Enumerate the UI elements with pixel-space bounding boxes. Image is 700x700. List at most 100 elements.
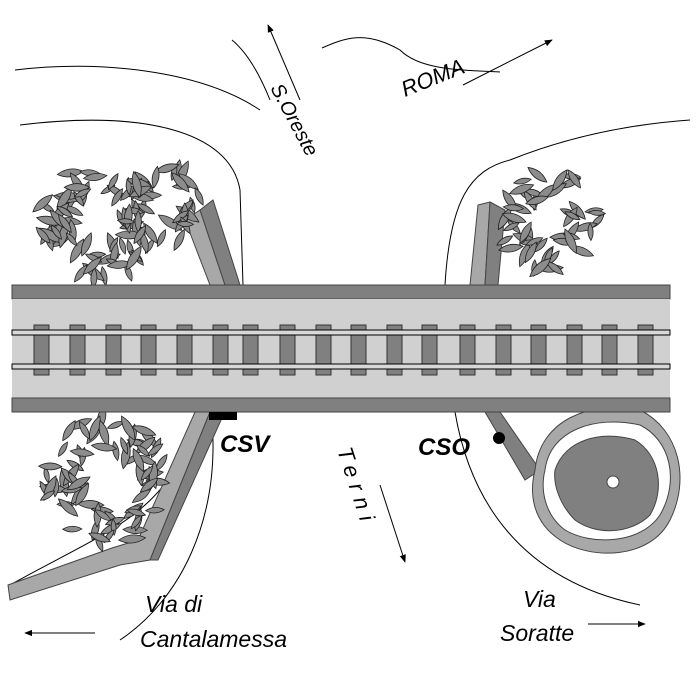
leaf bbox=[513, 177, 532, 185]
leaf bbox=[139, 477, 159, 493]
leaf bbox=[108, 172, 119, 191]
sleeper bbox=[69, 324, 86, 376]
tree bbox=[37, 404, 171, 553]
leaf bbox=[175, 221, 195, 227]
road-edge bbox=[321, 37, 501, 73]
sleeper bbox=[459, 324, 476, 376]
leaf bbox=[90, 442, 118, 452]
road-edge bbox=[444, 119, 691, 286]
label-via-di: Via di bbox=[145, 591, 203, 617]
sleeper bbox=[637, 324, 654, 376]
leaf bbox=[140, 465, 154, 481]
leaf bbox=[37, 462, 63, 471]
leaf bbox=[157, 228, 166, 248]
leaf bbox=[81, 232, 92, 257]
label-via: Via bbox=[523, 586, 556, 612]
track-bed bbox=[12, 299, 670, 398]
leaf bbox=[65, 232, 78, 247]
leaf bbox=[496, 235, 514, 246]
sleeper bbox=[421, 324, 438, 376]
road-edge bbox=[231, 39, 271, 101]
leaf bbox=[112, 440, 120, 462]
sleeper bbox=[495, 324, 512, 376]
trees bbox=[32, 158, 607, 553]
leaf bbox=[126, 245, 142, 271]
leaf bbox=[564, 211, 581, 220]
leaf bbox=[50, 224, 62, 240]
leaf bbox=[534, 237, 548, 253]
csv-marker bbox=[209, 412, 237, 420]
leaf bbox=[106, 260, 133, 269]
sleeper bbox=[105, 324, 122, 376]
roundabout-island bbox=[554, 435, 659, 532]
sleeper bbox=[140, 324, 157, 376]
leaf bbox=[88, 532, 111, 543]
leaf bbox=[32, 194, 54, 213]
side-roads bbox=[7, 199, 541, 601]
sleeper bbox=[33, 324, 50, 376]
sleeper bbox=[350, 324, 367, 376]
leaf bbox=[109, 236, 119, 253]
sleeper bbox=[601, 324, 618, 376]
leaf bbox=[151, 165, 160, 189]
roundabout bbox=[532, 407, 681, 554]
leaf bbox=[58, 441, 68, 457]
leaf bbox=[111, 188, 123, 207]
leaf bbox=[131, 425, 157, 436]
leaf bbox=[568, 200, 586, 220]
road-edge bbox=[119, 419, 214, 641]
leaf bbox=[66, 459, 85, 472]
leaf bbox=[126, 508, 147, 517]
road-edge bbox=[19, 119, 244, 286]
leaf bbox=[73, 188, 92, 198]
sleeper bbox=[315, 324, 332, 376]
leaf bbox=[178, 173, 199, 190]
rail-bottom bbox=[11, 363, 671, 370]
leaf bbox=[119, 237, 127, 255]
arrow-terni bbox=[379, 484, 406, 563]
sleeper bbox=[386, 324, 403, 376]
road-edge bbox=[14, 65, 261, 111]
leaf bbox=[69, 448, 95, 457]
label-roma: ROMA bbox=[398, 54, 469, 102]
label-soratte: Soratte bbox=[500, 620, 574, 646]
sleeper bbox=[566, 324, 583, 376]
leaf bbox=[61, 525, 83, 533]
leaf bbox=[133, 224, 147, 245]
leaf bbox=[56, 206, 74, 218]
leaf bbox=[567, 169, 581, 189]
label-csv: CSV bbox=[220, 431, 271, 458]
leaf bbox=[79, 420, 90, 440]
leaf bbox=[147, 443, 164, 457]
leaf bbox=[117, 534, 147, 544]
arrow-s-oreste bbox=[267, 24, 301, 101]
leaf bbox=[194, 187, 204, 206]
leaf bbox=[74, 264, 88, 283]
leaf bbox=[525, 195, 549, 205]
leaf bbox=[508, 184, 535, 195]
sleepers bbox=[33, 324, 654, 376]
leaf bbox=[498, 243, 524, 253]
platform-bottom bbox=[11, 397, 671, 413]
leaf bbox=[130, 514, 143, 530]
leaf bbox=[58, 213, 72, 234]
label-cso: CSO bbox=[418, 434, 470, 461]
platform-top bbox=[11, 284, 671, 300]
tree bbox=[111, 158, 204, 254]
leaf bbox=[564, 228, 577, 255]
leaf bbox=[82, 256, 102, 275]
leaf bbox=[132, 447, 145, 473]
sleeper bbox=[176, 324, 193, 376]
sleeper bbox=[242, 324, 259, 376]
leaf bbox=[120, 436, 129, 455]
sleeper bbox=[279, 324, 296, 376]
leaf bbox=[502, 204, 525, 212]
sleeper bbox=[212, 324, 229, 376]
leaf bbox=[57, 498, 79, 517]
leaf bbox=[131, 170, 142, 199]
arrows bbox=[24, 24, 646, 637]
arrow-roma bbox=[462, 39, 553, 86]
leaf bbox=[35, 226, 51, 244]
